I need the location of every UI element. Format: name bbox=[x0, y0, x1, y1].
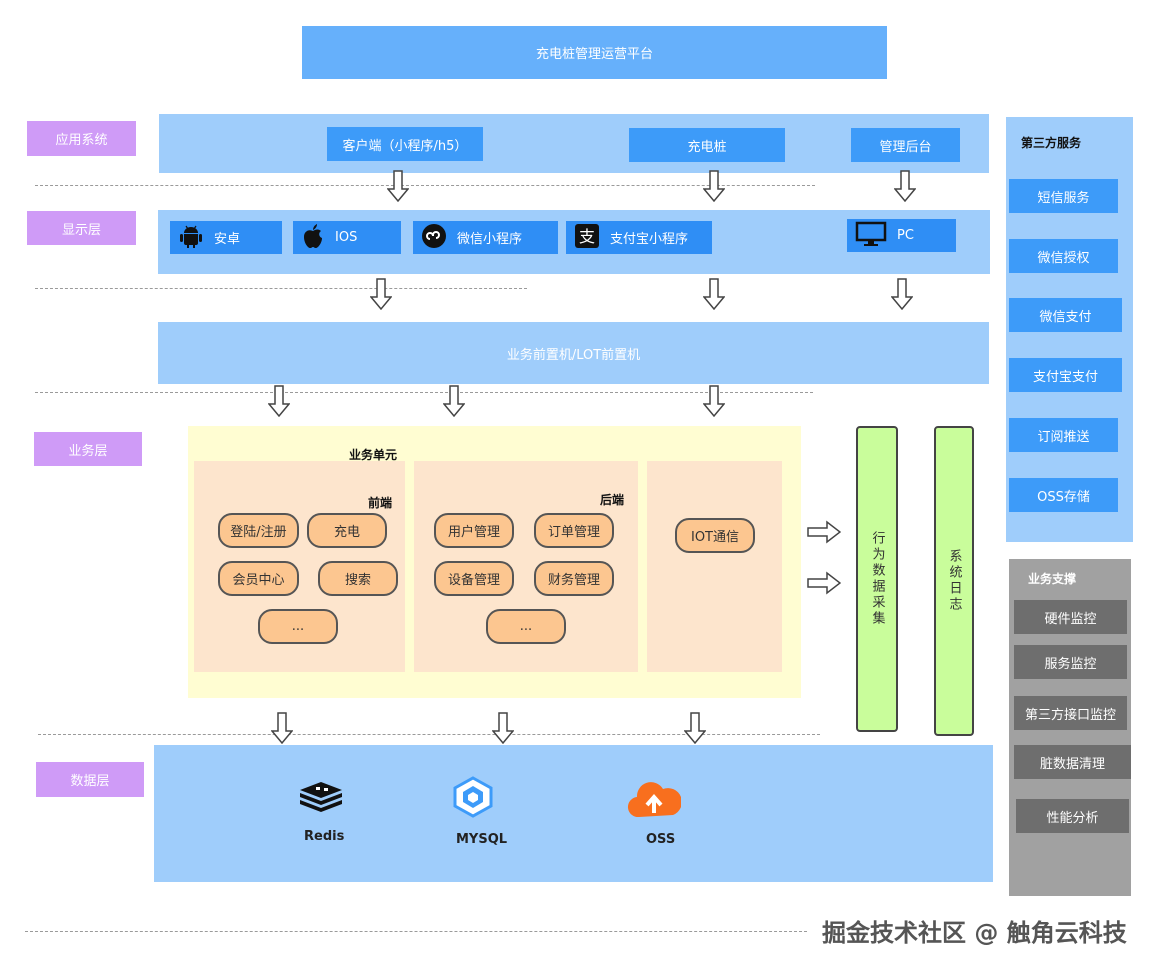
system-log-bar: 系统日志 bbox=[934, 426, 974, 736]
platform-label: PC bbox=[897, 228, 914, 243]
separator-line bbox=[25, 931, 807, 932]
separator-line bbox=[35, 392, 813, 393]
module-more-frontend: ... bbox=[258, 609, 338, 644]
support-dirty-data-cleanup: 脏数据清理 bbox=[1014, 745, 1131, 779]
support-api-monitor: 第三方接口监控 bbox=[1014, 696, 1127, 730]
gateway-band: 业务前置机/LOT前置机 bbox=[158, 322, 989, 384]
platform-android: 安卓 bbox=[170, 221, 282, 254]
module-iot-communication: IOT通信 bbox=[675, 518, 755, 553]
module-search: 搜索 bbox=[318, 561, 398, 596]
third-party-wechat-pay: 微信支付 bbox=[1009, 298, 1122, 332]
down-arrow-icon bbox=[684, 712, 706, 744]
alipay-icon: 支 bbox=[574, 223, 600, 253]
platform-wechat-miniprogram: 微信小程序 bbox=[413, 221, 558, 254]
support-service-monitor: 服务监控 bbox=[1014, 645, 1127, 679]
app-client: 客户端（小程序/h5） bbox=[327, 127, 483, 161]
down-arrow-icon bbox=[387, 170, 409, 202]
platform-alipay: 支 支付宝小程序 bbox=[566, 221, 712, 254]
platform-label: 安卓 bbox=[214, 232, 241, 247]
app-system-band bbox=[159, 114, 989, 173]
oss-label: OSS bbox=[646, 832, 676, 847]
platform-label: 支付宝小程序 bbox=[610, 232, 689, 247]
layer-label-app: 应用系统 bbox=[27, 121, 136, 156]
down-arrow-icon bbox=[268, 385, 290, 417]
separator-line bbox=[35, 288, 527, 289]
down-arrow-icon bbox=[891, 278, 913, 310]
down-arrow-icon bbox=[271, 712, 293, 744]
third-party-alipay: 支付宝支付 bbox=[1009, 358, 1122, 392]
frontend-title: 前端 bbox=[368, 496, 393, 510]
separator-line bbox=[38, 734, 820, 735]
redis-label: Redis bbox=[304, 829, 345, 844]
down-arrow-icon bbox=[703, 170, 725, 202]
app-charging-pile: 充电桩 bbox=[629, 128, 785, 162]
business-support-title: 业务支撑 bbox=[1028, 572, 1077, 586]
right-arrow-icon bbox=[807, 520, 841, 544]
svg-text:支: 支 bbox=[579, 227, 595, 246]
wechat-miniprogram-icon bbox=[421, 223, 447, 253]
third-party-sms: 短信服务 bbox=[1009, 179, 1118, 213]
support-hardware-monitor: 硬件监控 bbox=[1014, 600, 1127, 634]
layer-label-business: 业务层 bbox=[34, 432, 142, 466]
third-party-push: 订阅推送 bbox=[1009, 418, 1118, 452]
third-party-title: 第三方服务 bbox=[1021, 136, 1082, 150]
module-charge: 充电 bbox=[307, 513, 387, 548]
watermark: 掘金技术社区 @ 触角云科技 bbox=[822, 919, 1127, 947]
app-admin: 管理后台 bbox=[851, 128, 960, 162]
platform-pc: PC bbox=[847, 219, 956, 252]
third-party-oss: OSS存储 bbox=[1009, 478, 1118, 512]
mysql-label: MYSQL bbox=[456, 832, 508, 847]
platform-label: IOS bbox=[335, 230, 358, 245]
right-arrow-icon bbox=[807, 571, 841, 595]
android-icon bbox=[178, 223, 204, 253]
platform-label: 微信小程序 bbox=[457, 232, 523, 247]
third-party-wechat-auth: 微信授权 bbox=[1009, 239, 1118, 273]
layer-label-data: 数据层 bbox=[36, 762, 144, 797]
support-performance-analysis: 性能分析 bbox=[1016, 799, 1129, 833]
down-arrow-icon bbox=[443, 385, 465, 417]
down-arrow-icon bbox=[894, 170, 916, 202]
module-login: 登陆/注册 bbox=[218, 513, 299, 548]
monitor-icon bbox=[855, 221, 887, 251]
separator-line bbox=[35, 185, 815, 186]
module-device-management: 设备管理 bbox=[434, 561, 514, 596]
down-arrow-icon bbox=[370, 278, 392, 310]
module-order-management: 订单管理 bbox=[534, 513, 614, 548]
down-arrow-icon bbox=[703, 385, 725, 417]
module-user-management: 用户管理 bbox=[434, 513, 514, 548]
down-arrow-icon bbox=[492, 712, 514, 744]
behavior-data-collection-bar: 行为数据采集 bbox=[856, 426, 898, 732]
module-member-center: 会员中心 bbox=[218, 561, 299, 596]
backend-title: 后端 bbox=[600, 493, 625, 507]
mysql-icon bbox=[452, 776, 494, 822]
business-unit-title: 业务单元 bbox=[349, 448, 398, 462]
data-layer-band bbox=[154, 745, 993, 882]
platform-ios: IOS bbox=[293, 221, 401, 254]
module-finance-management: 财务管理 bbox=[534, 561, 614, 596]
apple-icon bbox=[301, 223, 325, 253]
layer-label-display: 显示层 bbox=[27, 211, 136, 245]
module-more-backend: ... bbox=[486, 609, 566, 644]
oss-cloud-icon bbox=[627, 779, 682, 823]
redis-icon bbox=[298, 778, 344, 820]
page-title: 充电桩管理运营平台 bbox=[302, 26, 887, 79]
iot-column bbox=[647, 461, 782, 672]
down-arrow-icon bbox=[703, 278, 725, 310]
